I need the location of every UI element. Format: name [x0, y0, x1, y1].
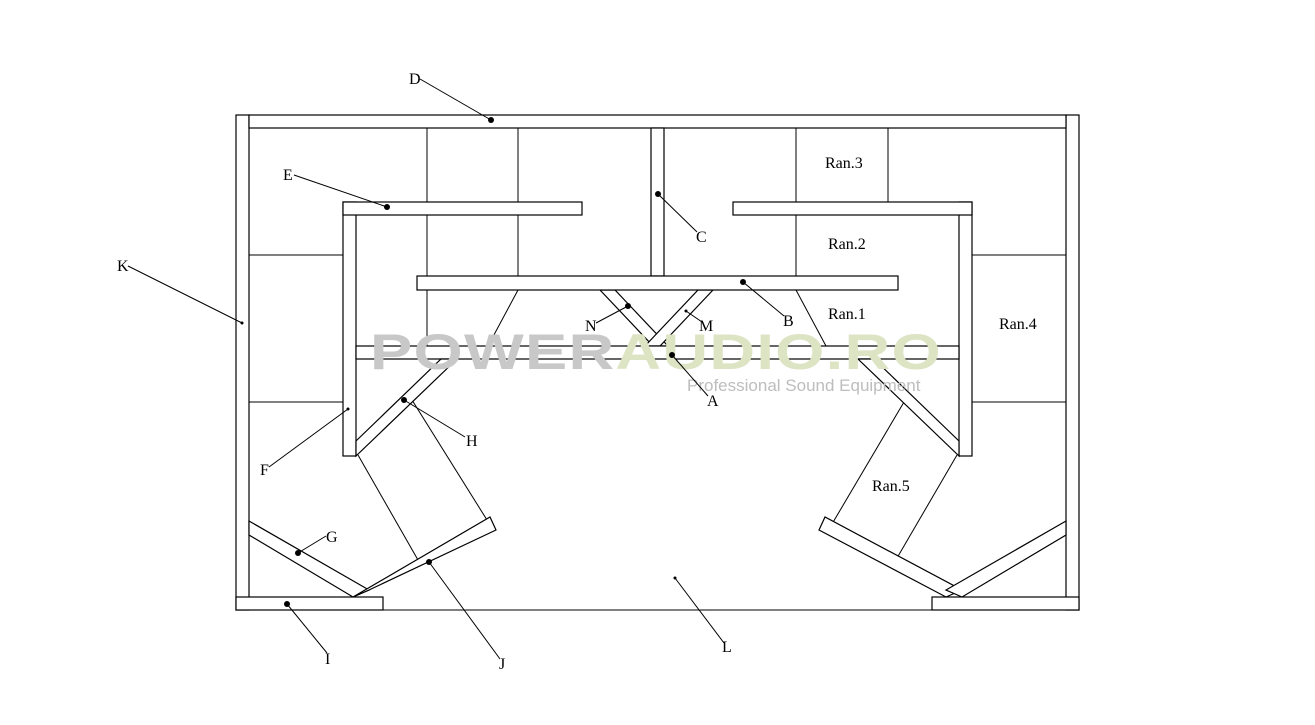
- leader-d: [419, 78, 492, 121]
- diagonal-line: [487, 289, 519, 347]
- label-b: B: [783, 313, 794, 330]
- marker-dot-f: [346, 407, 350, 411]
- panel-g-left-horn: [248, 519, 371, 598]
- leader-l: [674, 577, 725, 644]
- marker-dot-a: [669, 352, 675, 358]
- region-label-ran3: Ran.3: [825, 155, 863, 172]
- watermark-power-text: POWER: [370, 324, 615, 380]
- label-k: K: [117, 258, 129, 275]
- diagonal-line: [411, 399, 488, 521]
- panel-right-horn-inner: [818, 516, 964, 598]
- leader-g: [297, 535, 327, 554]
- label-l: L: [722, 639, 732, 656]
- panel-a-baffle: [355, 345, 960, 360]
- marker-dot-e: [384, 204, 390, 210]
- label-m: M: [699, 318, 713, 335]
- marker-dot-i: [284, 601, 290, 607]
- panel-right-inner-wall: [958, 201, 973, 457]
- region-label-ran5: Ran.5: [872, 478, 910, 495]
- region-label-ran1: Ran.1: [828, 306, 866, 323]
- label-g: G: [326, 529, 338, 546]
- marker-dot-c: [655, 191, 661, 197]
- leader-j: [428, 561, 501, 660]
- label-e: E: [283, 167, 293, 184]
- leader-f: [268, 408, 349, 468]
- diagonal-line: [896, 454, 958, 559]
- region-label-ran2: Ran.2: [828, 236, 866, 253]
- leader-e: [293, 174, 388, 208]
- diagonal-line: [357, 454, 419, 561]
- marker-dot-n: [625, 303, 631, 309]
- region-label-ran4: Ran.4: [999, 316, 1037, 333]
- marker-dot-j: [426, 559, 432, 565]
- diagonal-line: [795, 289, 827, 347]
- panel-j-left-horn: [352, 516, 497, 598]
- leader-h: [403, 399, 466, 438]
- marker-dot-k: [240, 321, 244, 325]
- leader-n: [595, 305, 629, 324]
- marker-dot-h: [401, 397, 407, 403]
- panel-b-shelf: [416, 275, 899, 291]
- label-c: C: [696, 229, 707, 246]
- marker-dot-b: [740, 279, 746, 285]
- label-f: F: [260, 462, 269, 479]
- panel-e-right-shelf: [732, 201, 973, 216]
- label-j: J: [499, 656, 505, 673]
- marker-dot-l: [673, 576, 677, 580]
- watermark-tagline: Professional Sound Equipment: [687, 376, 921, 395]
- panel-h-left-diagonal: [355, 358, 459, 458]
- label-h: H: [466, 433, 478, 450]
- leader-a: [671, 354, 709, 397]
- label-n: N: [585, 318, 597, 335]
- watermark-audio-text: AUDIO.RO: [615, 324, 942, 380]
- panel-c-center-divider: [650, 127, 665, 277]
- panel-e-left-shelf: [342, 201, 583, 216]
- panel-k-left-wall: [235, 114, 250, 611]
- leader-k: [127, 265, 243, 324]
- label-d: D: [409, 71, 421, 88]
- panel-h-right-diagonal: [856, 358, 960, 458]
- marker-dot-g: [295, 550, 301, 556]
- leader-i: [286, 603, 328, 654]
- panel-d-top: [248, 114, 1067, 129]
- leader-m: [685, 310, 703, 323]
- panel-right-horn-outer: [944, 519, 1067, 598]
- label-a: A: [707, 393, 719, 410]
- panel-f-left-inner-wall: [342, 201, 357, 457]
- panel-i-bottom-left: [235, 596, 384, 611]
- marker-dot-m: [684, 309, 688, 313]
- leader-b: [742, 281, 785, 317]
- leader-c: [657, 193, 698, 233]
- panel-bottom-right: [931, 596, 1080, 611]
- panel-right-wall: [1065, 114, 1080, 611]
- label-i: I: [325, 651, 330, 668]
- diagonal-line: [831, 401, 905, 525]
- marker-dot-d: [488, 117, 494, 123]
